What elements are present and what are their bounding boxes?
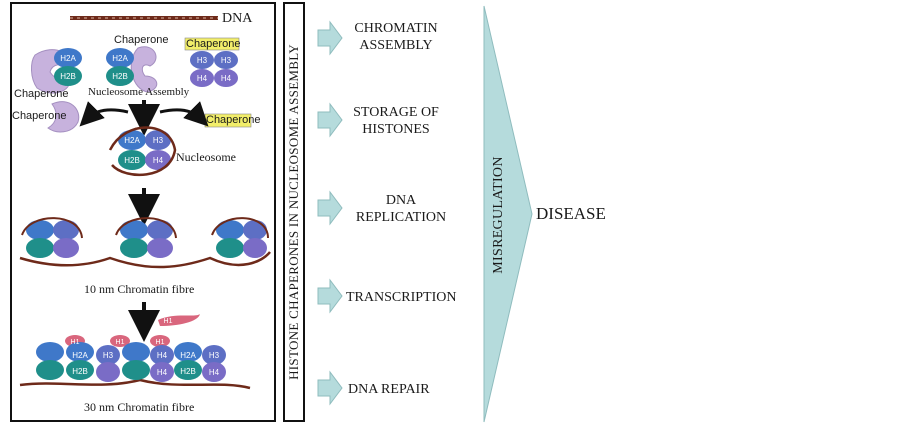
- histone-label: H2B: [72, 367, 88, 376]
- histone-label: H4: [153, 156, 164, 165]
- misregulation-label-box: MISREGULATION: [488, 80, 510, 350]
- curved-arrow-right: [159, 101, 209, 127]
- chaperone-label-yellow: Chaperone: [186, 38, 241, 50]
- vertical-title: HISTONE CHAPERONES IN NUCLEOSOME ASSEMBL…: [286, 44, 301, 380]
- process-arrows: [317, 20, 343, 406]
- misregulation-arrow: [483, 5, 533, 423]
- h2a-h2b-dimer-middle: H2A H2B: [106, 48, 134, 86]
- misregulation-label: MISREGULATION: [491, 156, 506, 274]
- chaperone-crescent-middle: [130, 46, 158, 93]
- h2a-h2b-dimer-left: H2A H2B: [54, 48, 82, 86]
- process-arrow: [317, 370, 343, 406]
- chromatin-fibre-10nm: [19, 217, 271, 269]
- process-arrow: [317, 102, 343, 138]
- histone-label: H4: [157, 351, 168, 360]
- h3-h4-tetramer: H3 H3 H4 H4: [184, 37, 240, 87]
- histone-label: H4: [157, 368, 168, 377]
- curved-arrow-left: [79, 101, 129, 127]
- histone-label: H2A: [180, 351, 196, 360]
- histone-label: H2B: [60, 72, 76, 81]
- process-transcription: TRANSCRIPTION: [346, 290, 457, 305]
- chaperone-label: Chaperone: [12, 110, 67, 122]
- chaperone-label-released: Chaperone: [206, 114, 261, 126]
- histone-label: H3: [103, 351, 114, 360]
- histone-label: H2B: [112, 72, 128, 81]
- histone-label: H1: [164, 318, 173, 325]
- process-arrow: [317, 20, 343, 56]
- fibre-30nm-label: 30 nm Chromatin fibre: [84, 400, 195, 414]
- histone-label: H4: [209, 368, 220, 377]
- histone-label: H2A: [124, 136, 140, 145]
- histone-label: H1: [71, 339, 80, 346]
- histone-label: H1: [156, 339, 165, 346]
- chaperone-label: Chaperone: [114, 34, 169, 46]
- histone-label: H4: [197, 74, 208, 83]
- chaperone-crescent-small: [47, 101, 80, 133]
- process-chromatin-assembly: CHROMATIN ASSEMBLY: [354, 21, 438, 53]
- histone-label: H2A: [112, 54, 128, 63]
- histone-label: H3: [153, 136, 164, 145]
- histone-label: H3: [197, 56, 208, 65]
- process-arrow: [317, 190, 343, 226]
- histone-label: H3: [221, 56, 232, 65]
- chaperone-label: Chaperone: [14, 88, 69, 100]
- fibre-10nm-label: 10 nm Chromatin fibre: [84, 282, 195, 296]
- disease-label: DISEASE: [536, 204, 606, 223]
- process-arrow: [317, 278, 343, 314]
- nucleosome: H2A H3 H2B H4: [108, 126, 177, 177]
- histone-label: H2B: [180, 367, 196, 376]
- process-storage-of-histones: STORAGE OF HISTONES: [353, 105, 439, 137]
- free-h1: H1: [158, 314, 200, 326]
- histone-label: H2B: [124, 156, 140, 165]
- histone-label: H3: [209, 351, 220, 360]
- nucleosome-assembly-panel: [10, 2, 276, 422]
- histone-label: H2A: [72, 351, 88, 360]
- process-dna-replication: DNA REPLICATION: [355, 193, 447, 225]
- histone-label: H4: [221, 74, 232, 83]
- dna-label: DNA: [222, 11, 253, 26]
- nucleosome-assembly-label: Nucleosome Assembly: [88, 86, 190, 98]
- histone-label: H1: [116, 339, 125, 346]
- chromatin-fibre-30nm: H1 H1 H1 H2A H3 H4 H2A H3 H2B H4 H2B H4: [19, 335, 251, 390]
- nucleosome-label: Nucleosome: [176, 150, 236, 164]
- vertical-title-box: HISTONE CHAPERONES IN NUCLEOSOME ASSEMBL…: [283, 2, 305, 422]
- process-dna-repair: DNA REPAIR: [348, 382, 430, 397]
- histone-label: H2A: [60, 54, 76, 63]
